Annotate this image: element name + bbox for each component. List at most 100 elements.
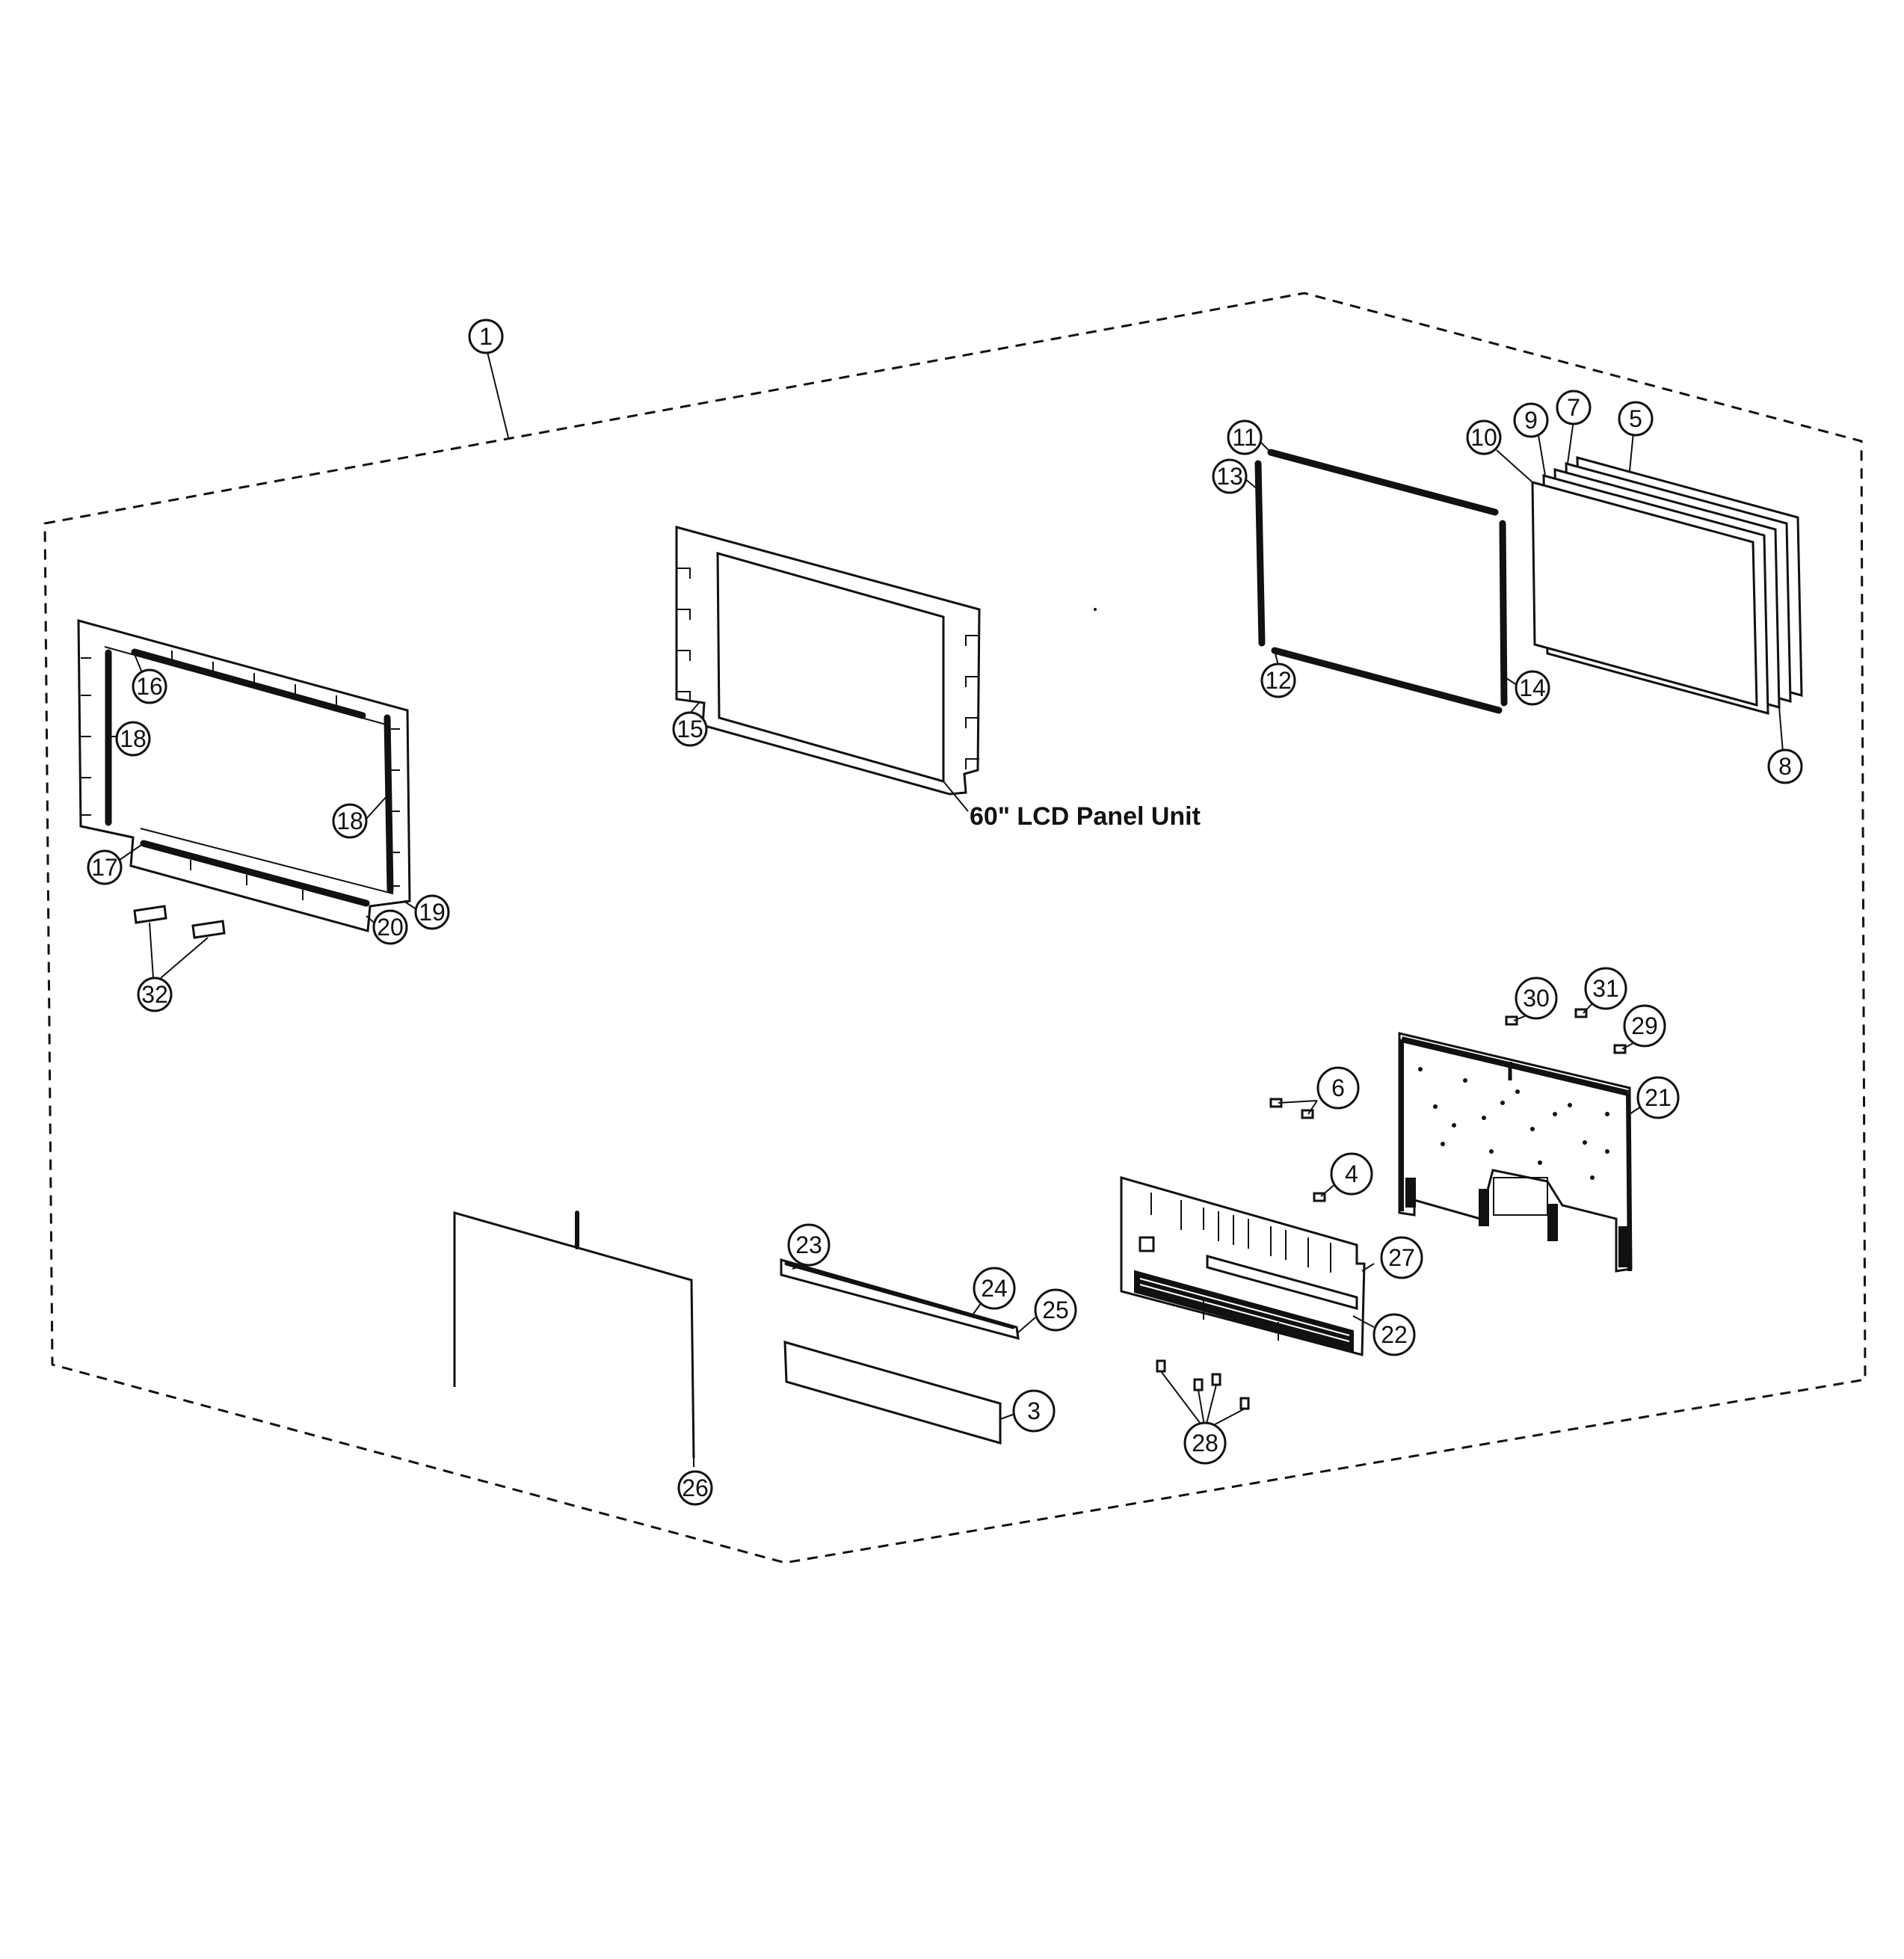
leader-28 (1160, 1371, 1245, 1430)
screw-31 (1574, 1008, 1588, 1018)
svg-text:16: 16 (136, 673, 163, 700)
rail-14 (1499, 520, 1508, 707)
leader-lines (111, 351, 1784, 1467)
chassis-mount-plate (1493, 1177, 1548, 1216)
leader-1 (487, 351, 509, 438)
svg-text:3: 3 (1027, 1397, 1041, 1424)
callout-29: 29 (1623, 1004, 1666, 1048)
callout-18-right: 18 (332, 803, 368, 839)
callout-14: 14 (1515, 670, 1550, 706)
callout-26: 26 (677, 1470, 713, 1506)
callout-8: 8 (1767, 748, 1803, 784)
svg-text:21: 21 (1645, 1084, 1672, 1111)
callout-32: 32 (137, 977, 173, 1012)
chassis-foot-midright (1547, 1204, 1558, 1241)
leader-18b (366, 793, 389, 819)
lcd-panel-tabs-left (677, 568, 691, 702)
frame-ticks-right (391, 728, 400, 887)
board-27-strip (1206, 1255, 1358, 1310)
svg-text:20: 20 (377, 914, 404, 941)
panel-rails-group (1254, 449, 1508, 714)
board-22-dividers (1203, 1301, 1279, 1341)
lower-rail-group (780, 1258, 1020, 1445)
svg-text:1: 1 (479, 323, 493, 350)
screw-29 (1613, 1044, 1627, 1054)
rail-11 (1267, 449, 1499, 516)
svg-text:27: 27 (1388, 1244, 1415, 1271)
svg-text:18: 18 (120, 725, 147, 752)
callout-13: 13 (1212, 458, 1248, 494)
svg-text:7: 7 (1567, 394, 1580, 421)
callout-18-left: 18 (115, 721, 151, 757)
rear-chassis-group (1398, 1032, 1633, 1273)
board-27-block-a (1139, 1236, 1155, 1252)
callout-27: 27 (1380, 1236, 1423, 1279)
screw-28c (1211, 1373, 1221, 1386)
callout-3: 3 (1012, 1389, 1056, 1433)
screw-6b (1301, 1109, 1314, 1119)
callout-6: 6 (1316, 1066, 1360, 1110)
callout-5: 5 (1618, 401, 1654, 437)
leader-31 (1583, 1003, 1593, 1014)
callout-17: 17 (87, 849, 123, 885)
board-27-components (1150, 1193, 1331, 1273)
callout-19: 19 (414, 894, 450, 930)
svg-text:26: 26 (682, 1474, 709, 1501)
svg-text:31: 31 (1592, 975, 1619, 1002)
bracket-32-left (133, 905, 167, 924)
svg-text:12: 12 (1265, 667, 1292, 694)
callout-22: 22 (1372, 1313, 1416, 1356)
callout-23: 23 (787, 1223, 831, 1267)
frame-ticks-bottom (190, 860, 304, 900)
svg-text:18: 18 (336, 808, 363, 834)
board-22-fins (1139, 1278, 1350, 1342)
leader-29 (1621, 1042, 1634, 1050)
frame-bar-right-18 (383, 714, 394, 894)
screw-28d (1239, 1397, 1250, 1410)
rail-24-bar (784, 1261, 1015, 1329)
leader-10 (1496, 449, 1533, 483)
leader-6 (1278, 1100, 1318, 1115)
svg-text:13: 13 (1216, 463, 1243, 490)
bracket-32-right (191, 920, 226, 939)
lcd-panel-unit-group: 60" LCD Panel Unit (675, 526, 1201, 831)
svg-text:14: 14 (1519, 674, 1546, 701)
callout-4: 4 (1330, 1152, 1373, 1196)
stray-mark (1094, 608, 1097, 611)
front-frame-outline (77, 619, 411, 932)
callout-7: 7 (1556, 390, 1592, 425)
chassis-foot-left (1405, 1178, 1416, 1208)
leader-32a (149, 922, 154, 979)
svg-text:4: 4 (1345, 1160, 1358, 1187)
chassis-foot-mid (1479, 1189, 1489, 1226)
leader-7 (1567, 419, 1574, 464)
callout-30: 30 (1515, 977, 1558, 1020)
svg-text:15: 15 (677, 716, 703, 742)
svg-text:9: 9 (1524, 407, 1538, 434)
callout-15: 15 (672, 711, 708, 747)
leader-25 (1017, 1317, 1036, 1333)
leader-8 (1778, 707, 1784, 753)
leader-22 (1352, 1315, 1375, 1328)
callout-21: 21 (1636, 1076, 1680, 1119)
cover-26 (453, 1211, 695, 1459)
frame-ticks-top (171, 651, 337, 706)
screw-30 (1505, 1015, 1518, 1026)
assembly-boundary (43, 292, 1867, 1564)
leader-17 (119, 843, 144, 861)
rail-12 (1271, 647, 1503, 714)
frame-bar-top-16 (131, 648, 366, 719)
callout-10: 10 (1466, 419, 1502, 455)
svg-text:24: 24 (981, 1275, 1008, 1302)
svg-text:22: 22 (1381, 1321, 1408, 1348)
callout-24: 24 (973, 1267, 1016, 1310)
rear-chassis-right-edge (1626, 1092, 1632, 1272)
rail-13 (1254, 460, 1266, 647)
screw-28a (1156, 1359, 1166, 1373)
leader-5 (1629, 431, 1634, 472)
svg-text:28: 28 (1192, 1430, 1219, 1457)
svg-text:23: 23 (795, 1231, 822, 1258)
lcd-unit-label: 60" LCD Panel Unit (970, 802, 1201, 831)
lcd-unit-leader (943, 781, 969, 812)
